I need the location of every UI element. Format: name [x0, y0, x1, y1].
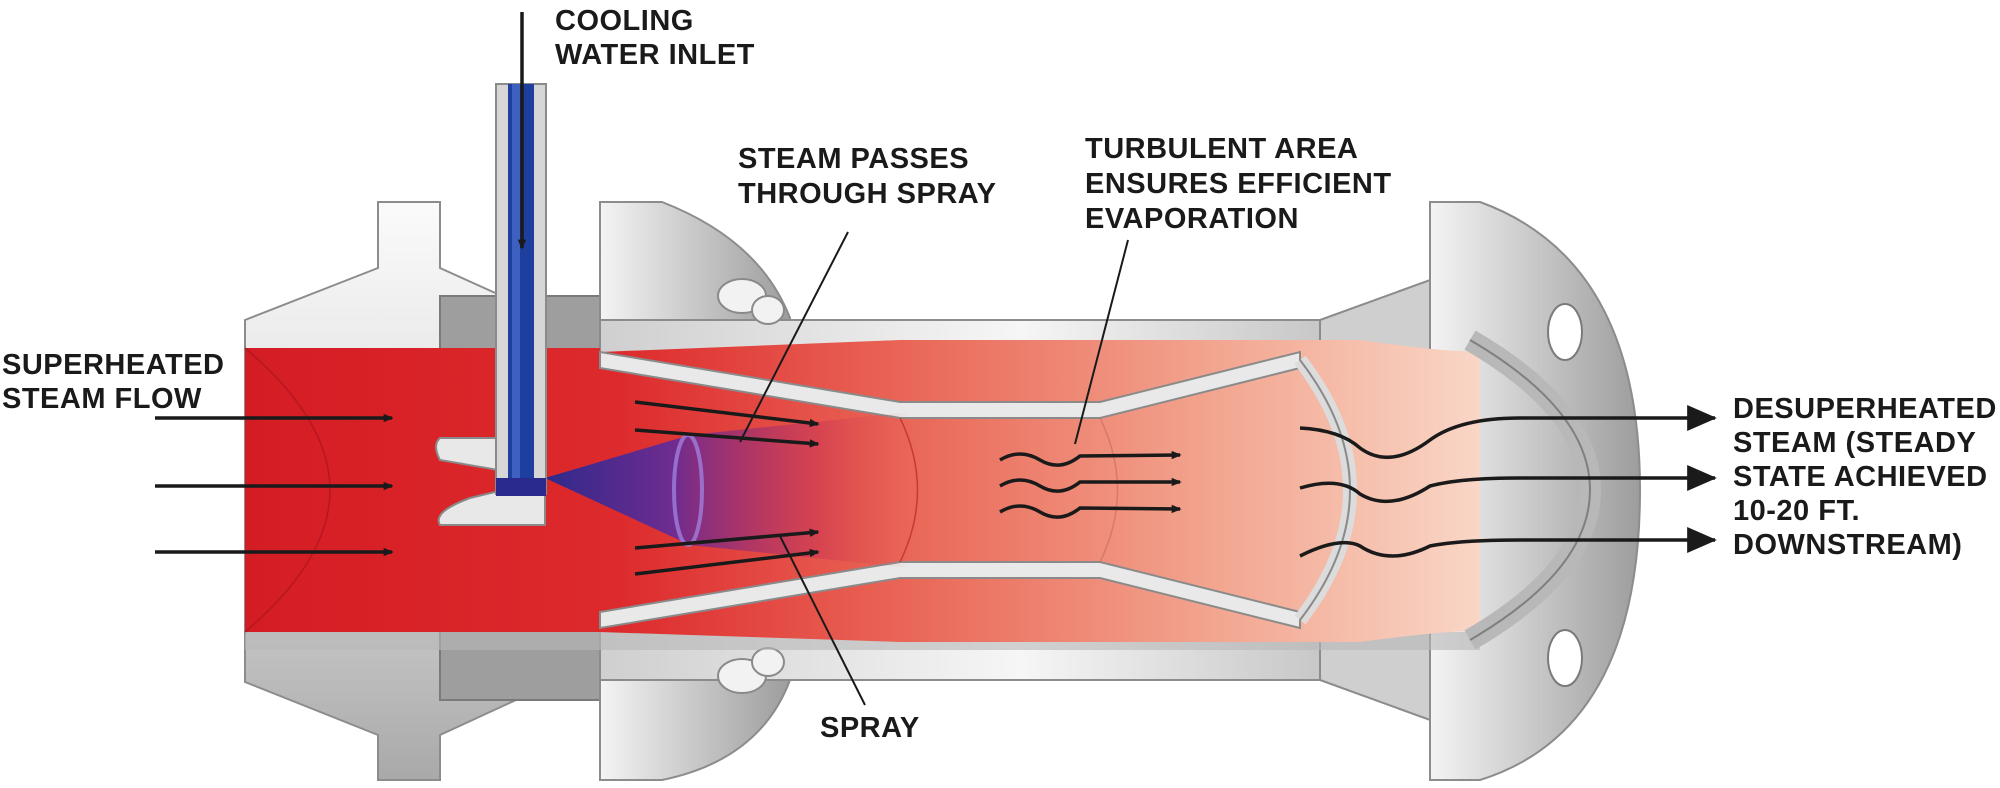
label-cooling-water: COOLING WATER INLET [555, 5, 755, 71]
label-superheated-steam: SUPERHEATED STEAM FLOW [2, 349, 233, 415]
inlet-flow-arrows [155, 413, 394, 557]
bolt-hole-bottom [1547, 629, 1583, 687]
label-turbulent-area: TURBULENT AREA ENSURES EFFICIENT EVAPORA… [1085, 133, 1400, 235]
bolt-top [717, 278, 785, 325]
leader-lines [739, 231, 1129, 706]
outlet-flow-arrows [1299, 405, 1717, 558]
bolt-hole-top [1547, 303, 1583, 361]
bolt-bottom [717, 647, 785, 694]
spray-flow-arrows [634, 400, 820, 576]
label-desuperheated-steam: DESUPERHEATED STEAM (STEADY STATE ACHIEV… [1733, 393, 2000, 561]
turbulence-arrows [999, 450, 1182, 519]
nozzle-tip [496, 478, 546, 496]
label-steam-passes: STEAM PASSES THROUGH SPRAY [738, 143, 996, 210]
label-spray: SPRAY [820, 712, 920, 744]
venturi-liner [599, 350, 1357, 630]
cooling-nozzle [435, 437, 546, 526]
